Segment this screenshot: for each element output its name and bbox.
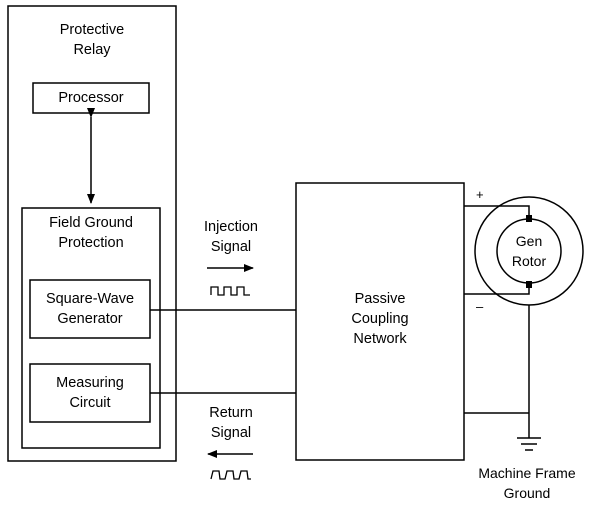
rotor-brush-bottom	[526, 281, 532, 288]
return-line1: Return	[209, 405, 253, 421]
processor-label: Processor	[58, 90, 124, 106]
square-wave-line1: Square-Wave	[45, 291, 135, 307]
coupling-network-box	[295, 182, 465, 461]
machine-frame-ground-label: Machine Frame Ground	[460, 463, 594, 503]
protective-relay-box	[7, 5, 177, 462]
rotor-positive-wire	[464, 205, 530, 218]
square-wave-label: Square-Wave Generator	[30, 289, 150, 329]
square-wave-symbol	[210, 286, 250, 296]
measuring-label: Measuring Circuit	[30, 373, 150, 413]
field-ground-line2: Protection	[58, 235, 124, 251]
gen-rotor-line1: Gen	[515, 233, 543, 249]
coupling-line2: Coupling	[351, 311, 409, 327]
negative-terminal-sign: –	[476, 299, 484, 314]
return-line2: Signal	[210, 425, 252, 441]
measuring-line1: Measuring	[56, 375, 124, 391]
injection-line2: Signal	[210, 239, 252, 255]
gen-rotor-line2: Rotor	[511, 253, 547, 269]
rotor-brush-top	[526, 215, 532, 222]
field-ground-line1: Field Ground	[49, 215, 133, 231]
field-ground-label: Field Ground Protection	[22, 213, 160, 253]
relay-title-line2: Relay	[73, 42, 111, 58]
field-ground-protection-box	[21, 207, 161, 449]
injection-signal-label: Injection Signal	[186, 217, 276, 257]
square-wave-generator-box	[29, 279, 151, 339]
coupling-line3: Network	[353, 331, 407, 347]
relay-title: Protective Relay	[8, 20, 176, 60]
positive-terminal-sign: +	[476, 187, 484, 202]
injection-line1: Injection	[203, 219, 258, 235]
coupling-network-label: Passive Coupling Network	[296, 289, 464, 349]
return-signal-label: Return Signal	[186, 403, 276, 443]
coupling-line1: Passive	[354, 291, 406, 307]
square-wave-line2: Generator	[57, 311, 123, 327]
ground-line1: Machine Frame	[478, 465, 576, 481]
ground-line2: Ground	[503, 485, 551, 501]
measuring-line2: Circuit	[69, 395, 111, 411]
rotor-negative-wire	[464, 284, 530, 295]
gen-rotor-label: Gen Rotor	[497, 231, 561, 271]
relay-title-line1: Protective	[59, 22, 125, 38]
return-wave-symbol	[210, 470, 251, 480]
